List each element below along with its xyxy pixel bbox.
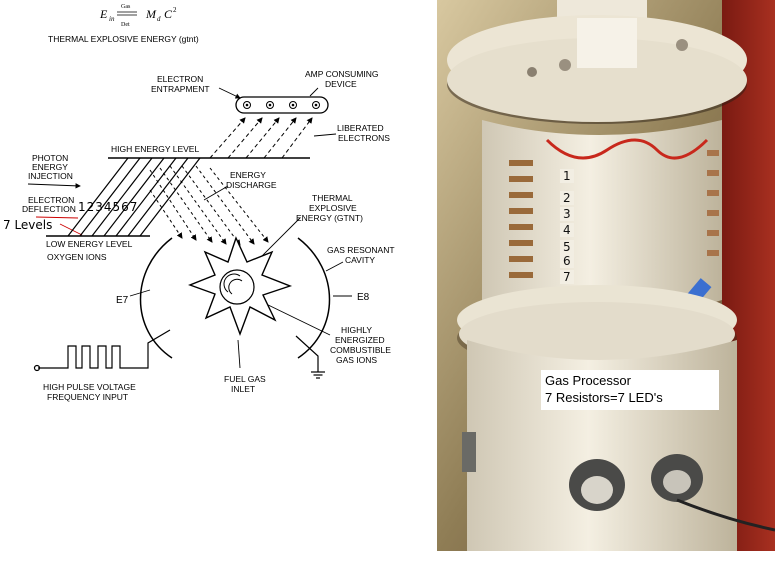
label-thermal-2: EXPLOSIVE [309,203,357,213]
label-low-energy: LOW ENERGY LEVEL [46,239,133,249]
resistor-number-6: 6 [560,254,574,268]
diagram-title: THERMAL EXPLOSIVE ENERGY (gtnt) [48,34,199,44]
label-photon-1: PHOTON [32,153,68,163]
label-electron-entrapment-2: ENTRAPMENT [151,84,210,94]
svg-text:M: M [145,7,157,21]
fitting-icon [462,432,703,511]
label-e8: E8 [357,292,370,303]
svg-text:Det: Det [121,22,130,28]
label-pulse-1: HIGH PULSE VOLTAGE [43,382,136,392]
resistor-number-3: 3 [560,207,574,221]
photo-caption: Gas Processor 7 Resistors=7 LED's [541,370,719,410]
label-amp-device-2: DEVICE [325,79,357,89]
thermal-explosive-energy-diagram: E in Gas Det M d C 2 THERMAL EXPLOSIVE E… [3,4,395,402]
label-liberated-2: ELECTRONS [338,133,390,143]
svg-text:d: d [157,15,161,23]
resistor-stack [509,160,533,278]
label-gas-resonant-1: GAS RESONANT [327,245,395,255]
resistor-number-2: 2 [560,191,574,205]
gas-processor-photo [437,0,775,551]
label-thermal-3: ENERGY (GTNT) [296,213,363,223]
label-electron-entrapment-1: ELECTRON [157,74,203,84]
resistor-number-5: 5 [560,240,574,254]
pulse-waveform-icon [33,329,171,372]
label-energy-discharge-1: ENERGY [230,170,266,180]
label-deflection-2: DEFLECTION [22,204,76,214]
label-highly-2: ENERGIZED [335,335,385,345]
svg-text:Gas: Gas [121,4,131,10]
label-highly-3: COMBUSTIBLE [330,345,391,355]
label-fuel-2: INLET [231,384,255,394]
label-liberated-1: LIBERATED [337,123,384,133]
resistor-number-4: 4 [560,223,574,237]
svg-text:2: 2 [173,6,177,14]
label-high-energy: HIGH ENERGY LEVEL [111,144,199,154]
label-fuel-1: FUEL GAS [224,374,266,384]
label-photon-2: ENERGY [32,162,68,172]
ground-icon [295,335,325,379]
label-deflection-1: ELECTRON [28,195,74,205]
resistor-number-7: 7 [560,270,574,284]
label-energy-discharge-2: DISCHARGE [226,180,277,190]
label-highly-1: HIGHLY [341,325,372,335]
svg-text:in: in [109,15,115,23]
svg-text:C: C [164,7,173,21]
label-gas-resonant-2: CAVITY [345,255,375,265]
label-amp-device-1: AMP CONSUMING [305,69,379,79]
label-highly-4: GAS IONS [336,355,377,365]
svg-text:E: E [99,7,108,21]
caption-line-2: 7 Resistors=7 LED's [545,390,663,405]
amp-consuming-device [235,96,329,114]
label-oxygen: OXYGEN IONS [47,252,107,262]
label-seven-levels: 7 Levels [3,218,52,232]
caption-line-1: Gas Processor [545,373,631,388]
explosion-star-icon [188,236,293,337]
resistor-number-1: 1 [560,169,574,183]
formula: E in Gas Det M d C 2 [99,4,177,28]
label-thermal-1: THERMAL [312,193,353,203]
label-pulse-2: FREQUENCY INPUT [47,392,128,402]
label-photon-3: INJECTION [28,171,73,181]
label-e7: E7 [116,295,129,306]
